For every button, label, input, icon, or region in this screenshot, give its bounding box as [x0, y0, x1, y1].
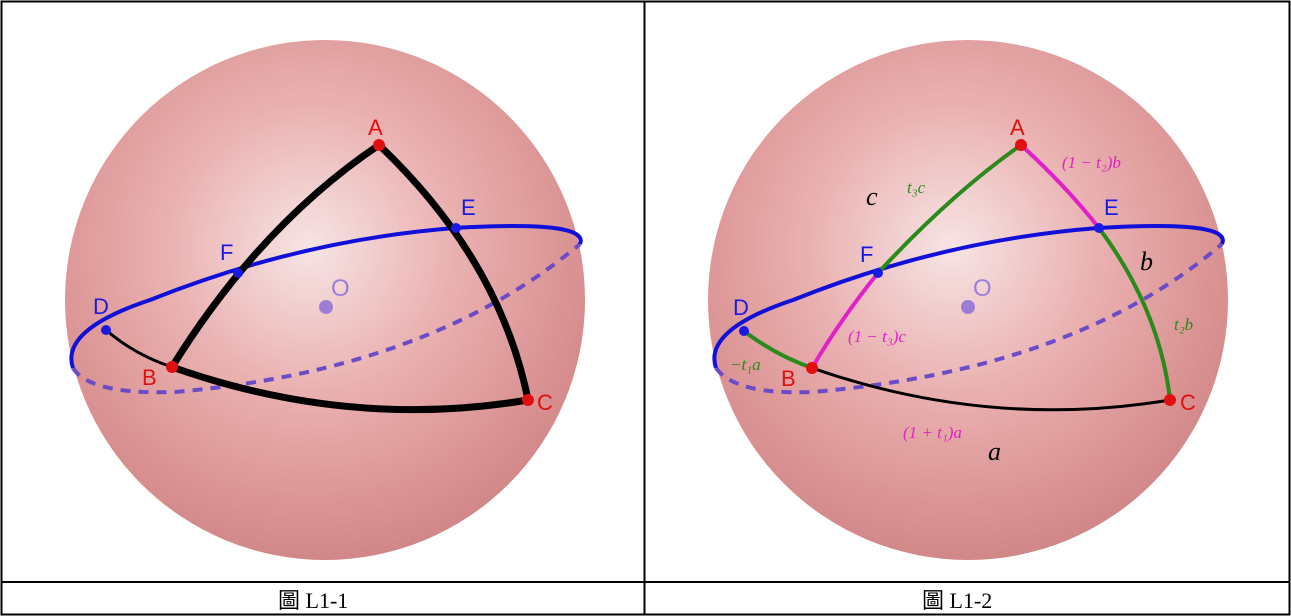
side-label-a: a	[988, 437, 1001, 466]
point-e	[451, 223, 461, 233]
label-f: F	[220, 240, 233, 265]
label-a: A	[368, 115, 383, 140]
point-f	[873, 268, 883, 278]
label-d: D	[93, 294, 109, 319]
point-e	[1094, 223, 1104, 233]
segment-label-minus-t1a: −t₁a	[730, 355, 761, 374]
arc-fb-magenta	[810, 271, 880, 370]
point-d	[101, 325, 111, 335]
sphere	[65, 40, 585, 560]
point-c	[1164, 394, 1176, 406]
point-b	[166, 361, 178, 373]
figure-1: O A B C D E F	[65, 40, 585, 560]
segment-label-one-plus-t1-a: (1 + t₁)a	[903, 423, 962, 442]
side-label-b: b	[1140, 247, 1153, 276]
label-e: E	[1104, 195, 1119, 220]
center-point	[961, 300, 975, 314]
point-d	[739, 326, 749, 336]
point-b	[806, 362, 818, 374]
arc-ec-green	[1097, 226, 1172, 401]
label-b: B	[142, 365, 157, 390]
great-circle-front	[69, 224, 583, 369]
great-circle-back-dashed	[714, 242, 1224, 395]
arc-af-green	[876, 143, 1023, 275]
caption-figure-1: 圖 L1-1	[278, 588, 348, 613]
great-circle-back-dashed	[71, 242, 582, 395]
arc-bc	[170, 363, 529, 414]
label-d: D	[733, 295, 749, 320]
caption-figure-2: 圖 L1-2	[922, 588, 992, 613]
great-circle-front	[712, 224, 1225, 369]
point-a	[1015, 139, 1027, 151]
arc-ab	[169, 142, 381, 369]
segment-label-one-minus-t3-c: (1 − t₃)c	[848, 327, 906, 346]
segment-label-one-minus-t2-b: (1 − t₂)b	[1062, 153, 1121, 172]
label-c: C	[1180, 390, 1196, 415]
point-f	[233, 268, 243, 278]
point-c	[522, 394, 534, 406]
point-a	[373, 139, 385, 151]
arc-db	[105, 328, 173, 369]
side-label-c: c	[866, 182, 878, 211]
label-e: E	[461, 195, 476, 220]
label-f: F	[860, 242, 873, 267]
label-a: A	[1010, 115, 1025, 140]
figure-2: O A B C D E F c b a t₃c (1 − t₂)b (1 − t…	[708, 40, 1228, 560]
arc-ae-magenta	[1019, 143, 1101, 230]
center-point	[319, 300, 333, 314]
arc-bc-black	[811, 366, 1171, 412]
label-b: B	[781, 366, 796, 391]
label-c: C	[537, 390, 553, 415]
segment-label-t2b: t₂b	[1174, 315, 1193, 334]
center-label: O	[331, 275, 350, 302]
arc-db-green	[742, 329, 813, 370]
arc-ac	[376, 142, 532, 401]
panel-right-border	[643, 0, 1291, 616]
segment-label-t3c: t₃c	[907, 178, 926, 197]
center-label: O	[973, 275, 992, 302]
